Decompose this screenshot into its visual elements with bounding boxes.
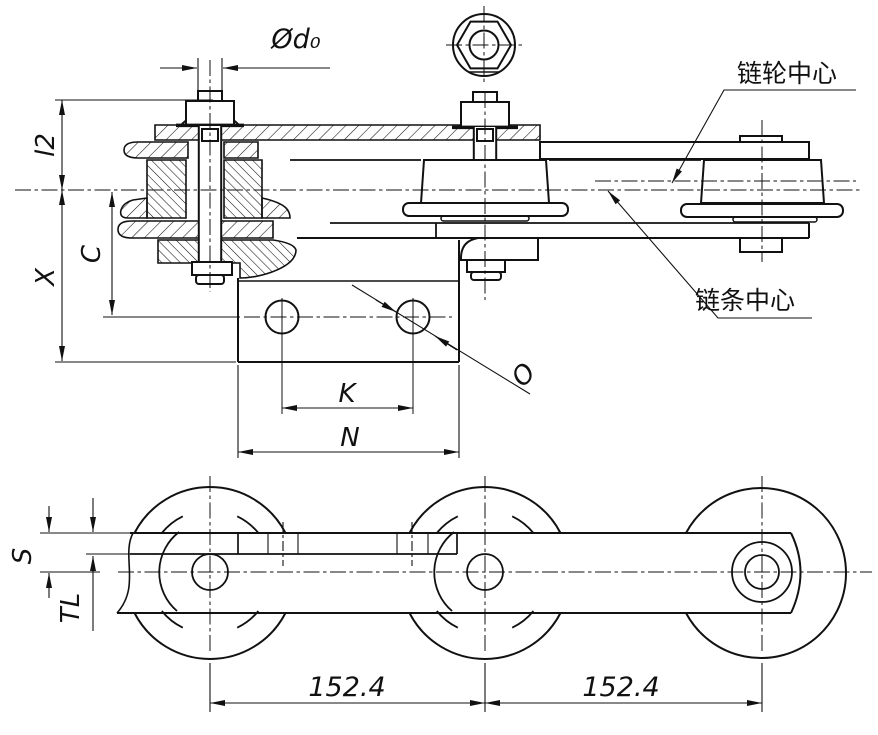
pin-diameter-label: Ød₀ xyxy=(270,24,320,55)
sprocket-tooth-left xyxy=(123,141,189,159)
plan-view xyxy=(116,476,872,660)
dim-c-label: C xyxy=(77,244,107,263)
break-line xyxy=(116,532,134,614)
labels: Ød₀ 链轮中心 链条中心 l2 X C K N O S TL 152.4 15… xyxy=(8,24,837,703)
pitch-left-label: 152.4 xyxy=(308,672,385,703)
flange-right xyxy=(261,197,291,219)
flange-left xyxy=(119,197,148,219)
sprocket-tooth-right xyxy=(223,141,259,159)
centerlines-top-view xyxy=(15,6,860,318)
dim-l2-label: l2 xyxy=(31,133,61,157)
pitch-right-label: 152.4 xyxy=(582,672,659,703)
plate-band-plan xyxy=(116,522,802,614)
rollers-plan xyxy=(133,486,847,660)
attachment-hole-ticks xyxy=(267,522,429,566)
dim-n-label: N xyxy=(340,423,359,453)
link-plates xyxy=(290,135,810,253)
dimensions-plan-view xyxy=(40,498,763,712)
centerlines-plan-view xyxy=(118,476,872,652)
section-view xyxy=(15,6,860,414)
lower-plate-section xyxy=(117,220,274,239)
dim-k-label: K xyxy=(338,379,357,409)
sprocket-center-label: 链轮中心 xyxy=(737,59,837,88)
bracket-bend-section xyxy=(157,239,297,279)
dimensions-top-view xyxy=(55,58,856,458)
dim-s-label: S xyxy=(8,548,38,565)
dim-o-label: O xyxy=(506,358,542,393)
bushing-right xyxy=(223,159,263,219)
hatched-sections xyxy=(117,124,541,279)
dim-tl-label: TL xyxy=(56,593,86,623)
bushing-left xyxy=(146,159,187,219)
attachment-top-plate-section xyxy=(154,124,541,141)
hole-center-ticks xyxy=(103,298,414,414)
chain-center-label: 链条中心 xyxy=(695,286,795,315)
dim-x-label: X xyxy=(31,267,61,288)
